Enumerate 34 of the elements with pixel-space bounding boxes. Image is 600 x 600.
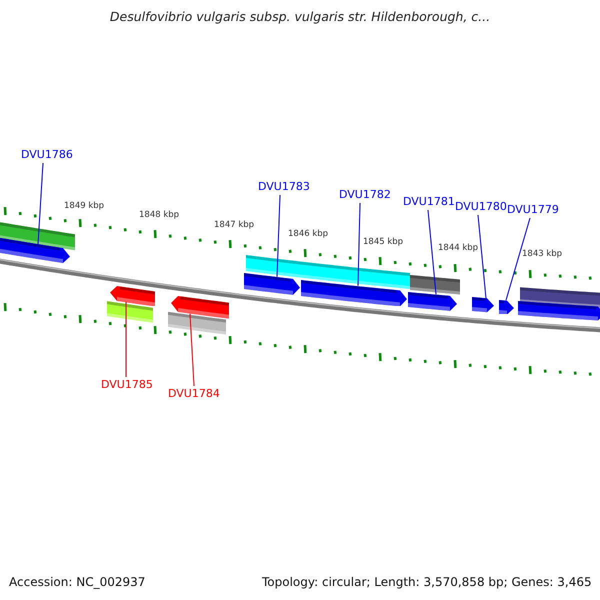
gene-block [301,280,407,306]
gene-block [0,237,70,264]
gene-label: DVU1781 [403,196,453,208]
leader-line [428,210,436,295]
gene-block [499,300,514,314]
gene-block [171,296,229,319]
leader-line [190,313,194,386]
leader-line [38,162,44,245]
gene-label: DVU1779 [507,204,557,216]
footer-text: Accession: NC_002937 [9,576,146,588]
leader-line [506,218,530,301]
gene-label: DVU1785 [101,379,151,391]
gene-block [518,301,600,321]
scale-label: 1848 kbp [139,211,180,220]
gene-label: DVU1783 [258,181,308,193]
scale-label: 1847 kbp [214,221,254,230]
scale-label: 1849 kbp [64,202,104,210]
gene-block [110,286,155,306]
leader-line [478,214,486,300]
gene-label: DVU1780 [455,201,505,213]
scale-label: 1845 kbp [363,238,404,246]
gene-label: DVU1782 [339,189,389,201]
scale-label: 1846 kbp [288,230,328,238]
gene-label: DVU1784 [168,388,218,400]
title: Desulfovibrio vulgaris subsp. vulgaris str. Hildenborough, c... [108,11,492,24]
footer-text: Topology: circular; Length: 3,570,858 bp; Genes: 3,465 [262,576,592,588]
scale-label: 1844 kbp [438,244,478,252]
leader-line [358,202,360,286]
scale-label: 1843 kbp [522,250,562,258]
gene-block [408,292,457,311]
gene-block [472,297,494,313]
leader-line [276,194,280,278]
gene-label: DVU1786 [21,149,71,161]
gene-block [244,272,300,295]
